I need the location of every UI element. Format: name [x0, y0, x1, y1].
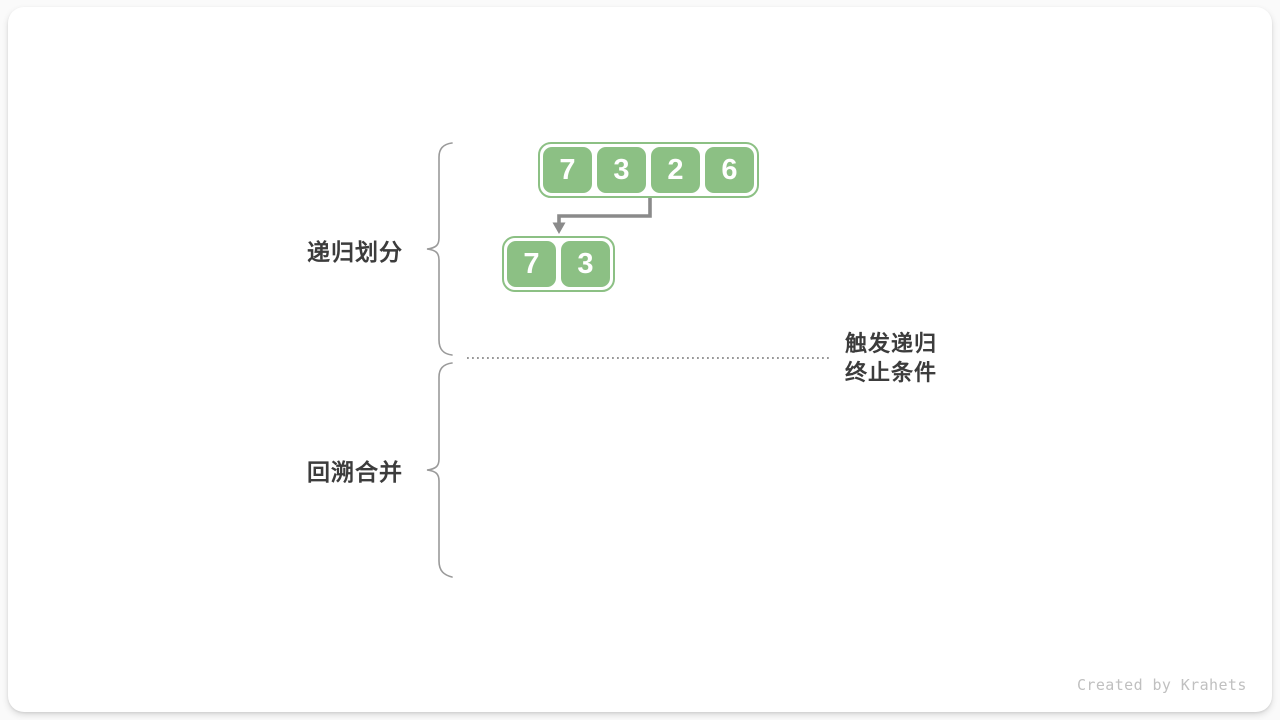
brace-backtrack-merge: [426, 362, 453, 578]
array-level-1: 7 3 2 6: [538, 142, 759, 198]
watermark: Created by Krahets: [1077, 676, 1247, 694]
phase-label-backtrack-merge: 回溯合并: [307, 459, 403, 485]
array-cell: 2: [651, 147, 700, 193]
diagram-card: 递归划分 回溯合并 7 3 2 6 7 3 触发递归 终止条件 Created …: [8, 7, 1272, 712]
array-cell: 3: [561, 241, 610, 287]
base-case-annotation-line1: 触发递归: [845, 331, 938, 356]
array-level-2: 7 3: [502, 236, 615, 292]
brace-recursive-division: [426, 142, 453, 356]
split-arrow: [557, 197, 652, 224]
split-arrow-head-icon: [552, 222, 566, 234]
array-cell: 6: [705, 147, 754, 193]
phase-label-recursive-division: 递归划分: [307, 239, 403, 265]
diagram-connectors: [426, 142, 830, 578]
array-cell: 7: [507, 241, 556, 287]
array-cell: 7: [543, 147, 592, 193]
base-case-annotation: 触发递归 终止条件: [845, 329, 937, 387]
array-cell: 3: [597, 147, 646, 193]
base-case-annotation-line2: 终止条件: [845, 360, 938, 385]
